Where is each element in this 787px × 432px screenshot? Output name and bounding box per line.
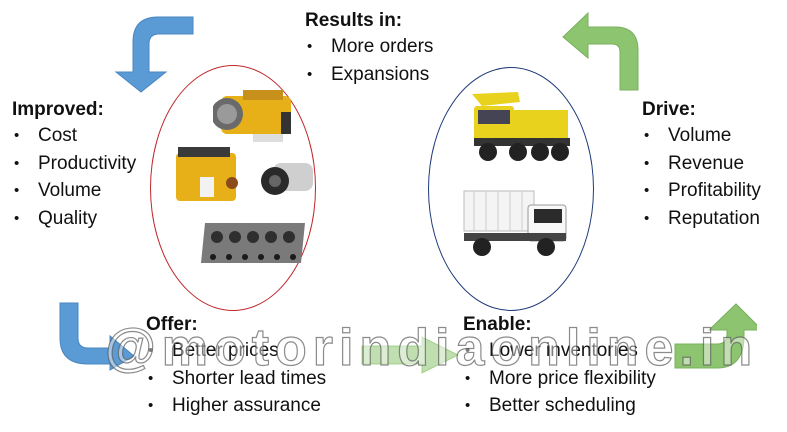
results-in-list: •More orders •Expansions <box>305 33 433 88</box>
dump-truck-image <box>472 92 570 161</box>
list-item: •Higher assurance <box>146 392 326 420</box>
offer-heading: Offer: <box>146 314 198 335</box>
improved-block: Improved: •Cost •Productivity •Volume •Q… <box>12 98 136 232</box>
bullet-icon: • <box>644 127 650 144</box>
green-curved-arrow-up-icon <box>674 303 757 369</box>
diesel-engine-image <box>176 147 238 201</box>
list-item: •Cost <box>12 122 136 150</box>
list-item: •Profitability <box>642 177 761 205</box>
bullet-icon: • <box>644 182 650 199</box>
bullet-icon: • <box>14 154 20 172</box>
list-item: •Shorter lead times <box>146 365 326 393</box>
bullet-icon: • <box>307 38 313 55</box>
vehicles-ellipse <box>428 67 594 311</box>
improved-list: •Cost •Productivity •Volume •Quality <box>12 122 136 232</box>
green-straight-arrow-right-icon <box>361 336 460 374</box>
offer-block: Offer: •Better prices •Shorter lead time… <box>146 313 326 420</box>
bullet-icon: • <box>148 397 154 414</box>
list-item: •Volume <box>12 177 136 205</box>
components-ellipse <box>150 65 316 311</box>
list-item: •Lower inventories <box>463 337 656 365</box>
drive-heading: Drive: <box>642 99 696 120</box>
cylinder-head-image <box>201 223 305 263</box>
list-item: •Productivity <box>12 150 136 178</box>
results-in-block: Results in: •More orders •Expansions <box>305 9 433 88</box>
bullet-icon: • <box>644 209 650 227</box>
improved-heading: Improved: <box>12 99 104 120</box>
list-item: •Revenue <box>642 150 761 178</box>
drive-block: Drive: •Volume •Revenue •Profitability •… <box>642 98 761 232</box>
cargo-truck-image <box>463 190 567 256</box>
drive-list: •Volume •Revenue •Profitability •Reputat… <box>642 122 761 232</box>
bullet-icon: • <box>148 369 154 387</box>
bullet-icon: • <box>465 342 471 359</box>
blue-curved-arrow-down-icon <box>114 16 194 93</box>
bullet-icon: • <box>148 342 154 359</box>
enable-block: Enable: •Lower inventories •More price f… <box>463 313 656 420</box>
list-item: •Expansions <box>305 61 433 89</box>
bullet-icon: • <box>14 127 20 144</box>
bullet-icon: • <box>307 65 313 83</box>
green-curved-arrow-left-icon <box>562 11 639 91</box>
bullet-icon: • <box>644 154 650 172</box>
list-item: •More orders <box>305 33 433 61</box>
list-item: •More price flexibility <box>463 365 656 393</box>
list-item: •Volume <box>642 122 761 150</box>
list-item: •Reputation <box>642 205 761 233</box>
blue-curved-arrow-right-icon <box>59 302 135 371</box>
bullet-icon: • <box>14 209 20 227</box>
list-item: •Better scheduling <box>463 392 656 420</box>
bullet-icon: • <box>465 397 471 414</box>
bullet-icon: • <box>14 182 20 199</box>
bullet-icon: • <box>465 369 471 387</box>
ac-compressor-image <box>261 163 313 195</box>
enable-list: •Lower inventories •More price flexibili… <box>463 337 656 420</box>
list-item: •Better prices <box>146 337 326 365</box>
list-item: •Quality <box>12 205 136 233</box>
engine-transmission-image <box>213 90 291 142</box>
offer-list: •Better prices •Shorter lead times •High… <box>146 337 326 420</box>
enable-heading: Enable: <box>463 314 532 335</box>
results-in-heading: Results in: <box>305 10 403 31</box>
